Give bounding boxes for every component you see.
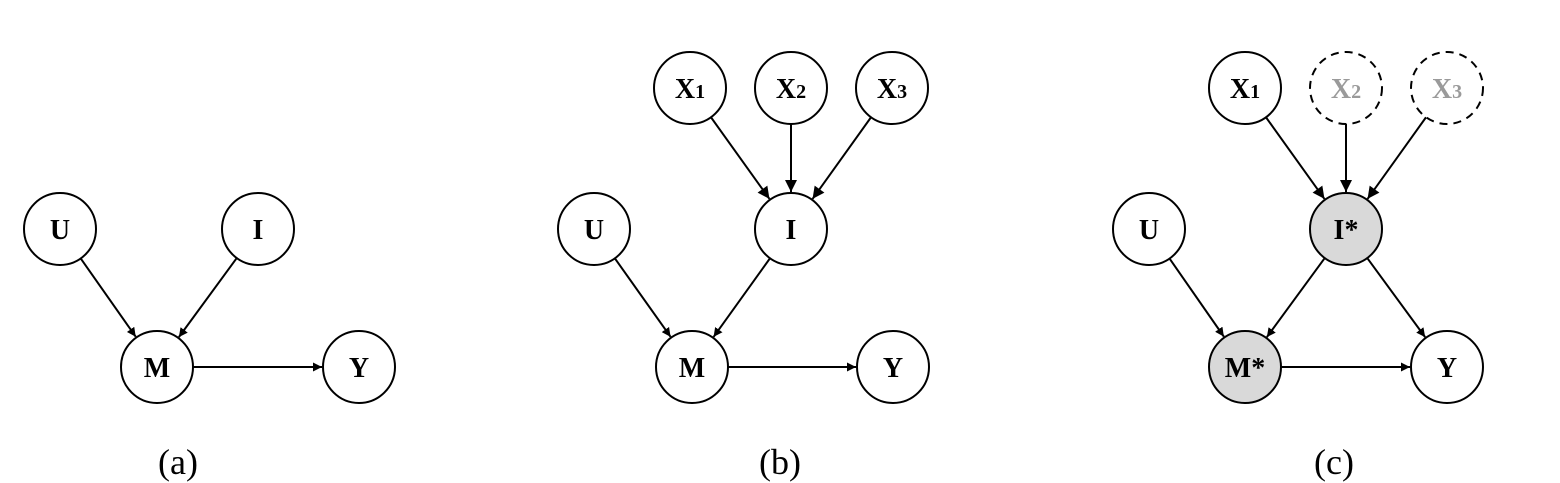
node-label: X1 bbox=[1230, 74, 1260, 105]
node-circle bbox=[23, 192, 97, 266]
node-circle bbox=[754, 192, 828, 266]
node-label: Y bbox=[349, 353, 369, 384]
node-label: X2 bbox=[1331, 74, 1361, 105]
node-label: X3 bbox=[877, 74, 907, 105]
node-circle bbox=[855, 51, 929, 125]
panel-c-edge-i-to-y bbox=[1366, 257, 1426, 338]
node-circle bbox=[557, 192, 631, 266]
node-label: M bbox=[144, 353, 170, 384]
node-label: Y bbox=[1437, 353, 1457, 384]
node-label: I bbox=[253, 215, 264, 246]
panel-c-node-x1: X1 bbox=[1208, 51, 1282, 125]
panel-a-caption: (a) bbox=[158, 442, 198, 482]
node-label: U bbox=[584, 215, 604, 246]
panel-a-node-y: Y bbox=[322, 330, 396, 404]
panel-a-node-m: M bbox=[120, 330, 194, 404]
node-circle bbox=[1410, 51, 1484, 125]
panel-c-node-i: I* bbox=[1309, 192, 1383, 266]
panel-b-edge-i-to-m bbox=[712, 257, 771, 338]
panel-c-caption: (c) bbox=[1314, 442, 1354, 482]
panel-b-node-x3: X3 bbox=[855, 51, 929, 125]
panel-b-node-x2: X2 bbox=[754, 51, 828, 125]
panel-c-edge-u-to-m bbox=[1168, 257, 1225, 338]
panel-b-caption: (b) bbox=[759, 442, 801, 482]
panel-c-node-y: Y bbox=[1410, 330, 1484, 404]
node-circle bbox=[1309, 51, 1383, 125]
panel-b-node-u: U bbox=[557, 192, 631, 266]
panel-c-node-u: U bbox=[1112, 192, 1186, 266]
panel-a-node-u: U bbox=[23, 192, 97, 266]
node-circle bbox=[1112, 192, 1186, 266]
node-label: X3 bbox=[1432, 74, 1462, 105]
node-circle bbox=[322, 330, 396, 404]
node-circle bbox=[1410, 330, 1484, 404]
panel-b-node-i: I bbox=[754, 192, 828, 266]
panel-c-node-x3: X3 bbox=[1410, 51, 1484, 125]
node-label: X2 bbox=[776, 74, 806, 105]
panel-b-edge-x1-to-i bbox=[710, 116, 771, 200]
node-label: Y bbox=[883, 353, 903, 384]
node-label: U bbox=[50, 215, 70, 246]
panel-b-edge-x3-to-i bbox=[811, 116, 872, 200]
node-label: M bbox=[679, 353, 705, 384]
panel-b-node-m: M bbox=[655, 330, 729, 404]
node-circle bbox=[856, 330, 930, 404]
node-label: X1 bbox=[675, 74, 705, 105]
node-circle bbox=[653, 51, 727, 125]
node-circle bbox=[754, 51, 828, 125]
panel-c-node-x2: X2 bbox=[1309, 51, 1383, 125]
node-circle bbox=[1309, 192, 1383, 266]
node-circle bbox=[655, 330, 729, 404]
panel-c-edge-x1-to-i bbox=[1265, 116, 1326, 200]
node-label: I bbox=[786, 215, 797, 246]
panel-a-edge-u-to-m bbox=[79, 257, 137, 338]
node-circle bbox=[1208, 330, 1282, 404]
node-label: U bbox=[1139, 215, 1159, 246]
node-circle bbox=[221, 192, 295, 266]
panel-a-node-i: I bbox=[221, 192, 295, 266]
panel-a: U I M Y bbox=[23, 192, 396, 404]
panel-b-edge-u-to-m bbox=[614, 257, 672, 338]
node-circle bbox=[120, 330, 194, 404]
panel-b-node-y: Y bbox=[856, 330, 930, 404]
panel-a-edge-i-to-m bbox=[178, 257, 238, 338]
panel-c-node-m: M* bbox=[1208, 330, 1282, 404]
panel-b-node-x1: X1 bbox=[653, 51, 727, 125]
node-label: I* bbox=[1334, 215, 1359, 246]
panel-c-edge-i-to-m bbox=[1266, 257, 1326, 338]
node-circle bbox=[1208, 51, 1282, 125]
panel-c: X1 X2 X3U I* M* Y bbox=[1112, 51, 1484, 404]
panel-b: X1 X2 X3U I M Y bbox=[557, 51, 930, 404]
node-label: M* bbox=[1225, 353, 1265, 384]
panel-c-edge-x3-to-i bbox=[1366, 116, 1427, 200]
